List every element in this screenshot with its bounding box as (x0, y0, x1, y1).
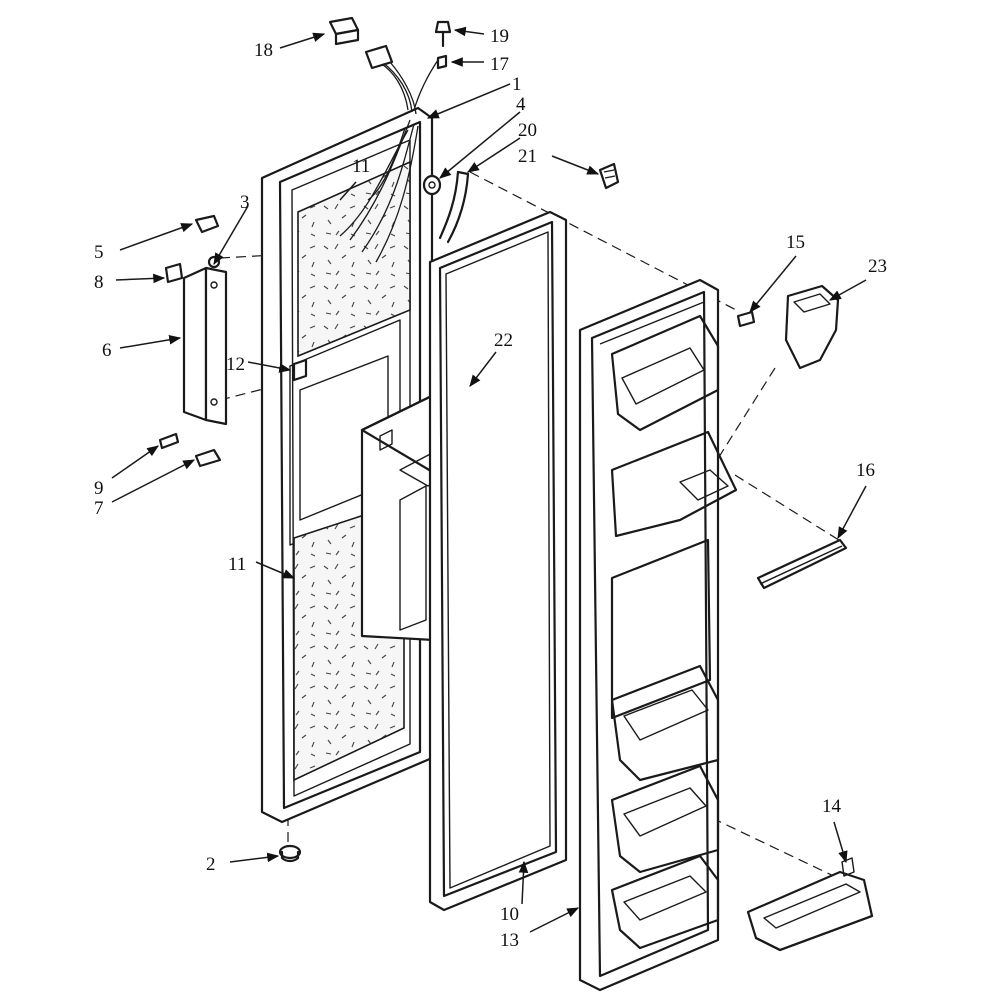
callout-labels: 1 2 3 4 5 6 7 8 9 10 11 11 12 13 14 15 1… (94, 26, 887, 951)
screw-9 (158, 432, 180, 450)
callout-10: 10 (500, 904, 519, 925)
connector-18 (328, 16, 360, 46)
water-tube-20 (438, 170, 470, 244)
callout-11-lower: 11 (228, 554, 246, 575)
callout-19: 19 (490, 26, 509, 47)
callout-leaders (111, 26, 867, 933)
callout-23: 23 (868, 256, 887, 277)
callout-9: 9 (94, 478, 104, 499)
hinge-pin-5 (194, 214, 220, 234)
callout-13: 13 (500, 930, 519, 951)
clip-12 (292, 358, 308, 382)
hinge-bracket-6 (182, 266, 228, 426)
screw-15 (736, 310, 756, 328)
door-bin-14 (746, 857, 874, 952)
callout-18: 18 (254, 40, 273, 61)
callout-3: 3 (240, 192, 250, 213)
callout-15: 15 (786, 232, 805, 253)
clip-17 (436, 54, 448, 70)
shim-8 (164, 262, 184, 284)
ice-chute-23 (784, 284, 840, 370)
callout-21: 21 (518, 146, 537, 167)
callout-16: 16 (856, 460, 875, 481)
callout-4: 4 (516, 94, 526, 115)
callout-1: 1 (512, 74, 522, 95)
hinge-cap-7 (194, 448, 222, 468)
wire-nut-21 (598, 162, 620, 190)
callout-8: 8 (94, 272, 104, 293)
door-stop-2 (278, 844, 302, 863)
callout-6: 6 (102, 340, 112, 361)
harness-plug (364, 44, 394, 70)
grommet-4 (422, 174, 442, 196)
trim-strip-16 (756, 538, 848, 590)
door-gasket-10 (428, 210, 568, 912)
callout-17: 17 (490, 54, 509, 75)
callout-14: 14 (822, 796, 842, 817)
callout-2: 2 (206, 854, 216, 875)
callout-11-upper: 11 (352, 156, 370, 177)
callout-7: 7 (94, 498, 104, 519)
callout-22: 22 (494, 330, 513, 351)
callout-12: 12 (226, 354, 245, 375)
screw-19 (434, 20, 452, 48)
door-liner-13 (578, 278, 738, 992)
assembly-lines (219, 171, 843, 881)
callout-20: 20 (518, 120, 537, 141)
wire-harness (339, 59, 439, 263)
callout-5: 5 (94, 242, 104, 263)
